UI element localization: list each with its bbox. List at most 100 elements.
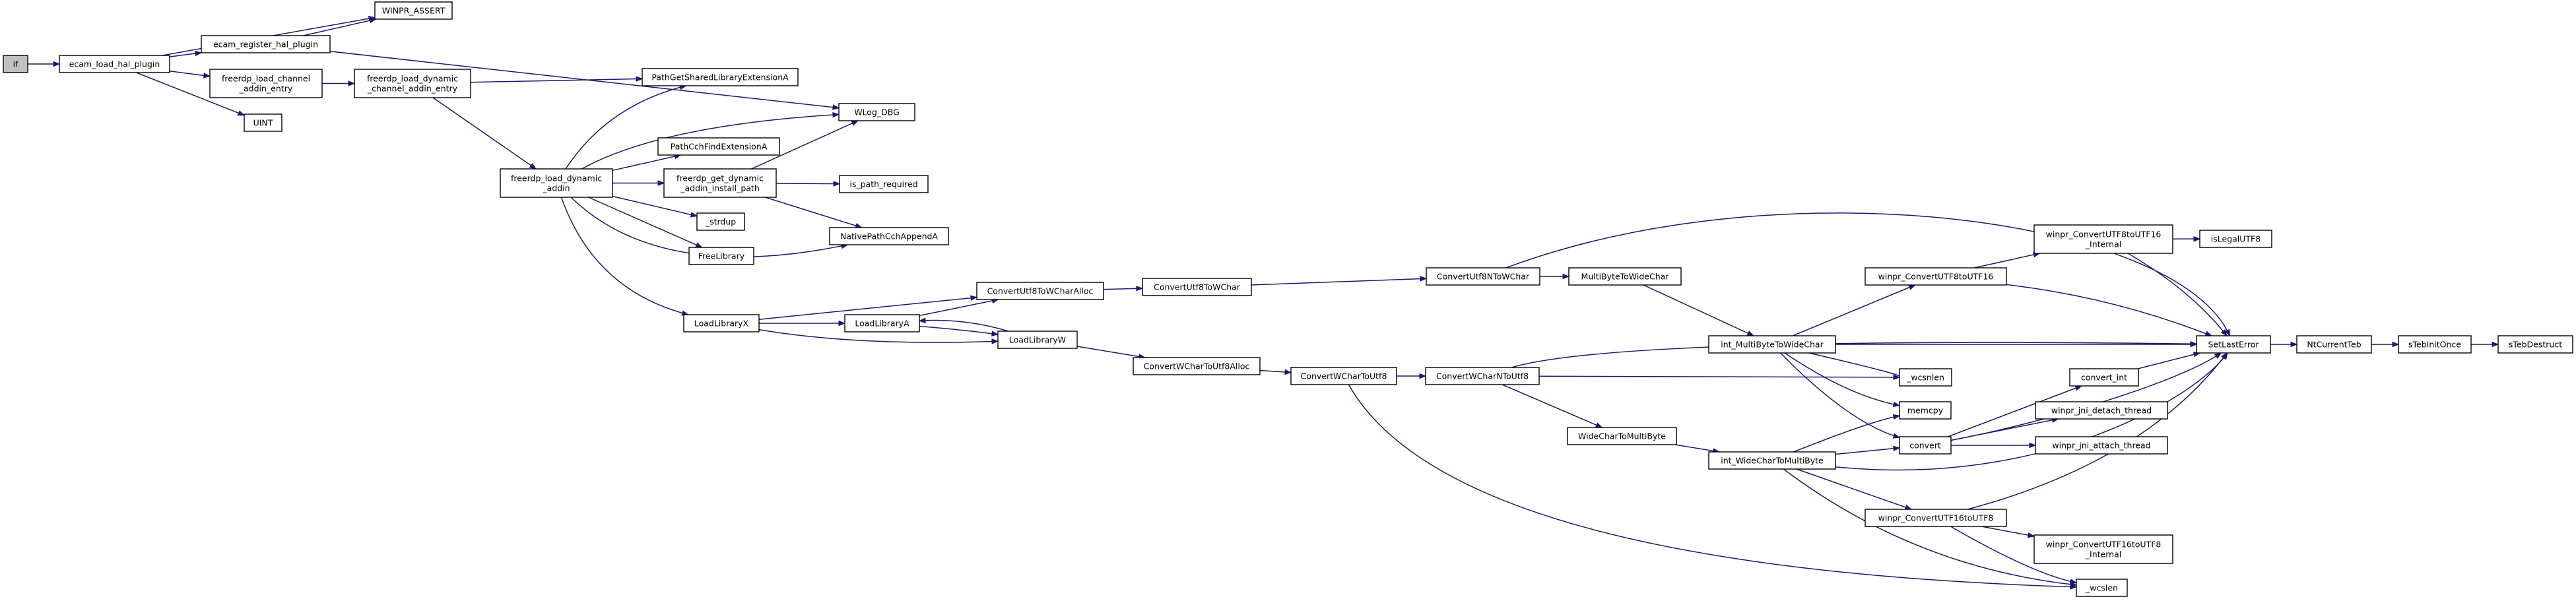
node-int_WideCharToMultiByte[interactable]: int_WideCharToMultiByte — [1708, 451, 1836, 470]
edge-winpr_ConvertUTF8toUTF16_Internal-to-SetLastError — [2127, 253, 2228, 337]
node-label: freerdp_get_dynamic — [677, 174, 764, 183]
edge-arrowhead — [1562, 273, 1570, 280]
edge-line — [919, 325, 999, 335]
node-label: _wcslen — [2085, 583, 2118, 593]
node-ecam_register_hal_plugin[interactable]: ecam_register_hal_plugin — [201, 35, 331, 53]
edge-ConvertWCharNToUtf8-to-_wcsnlen — [1538, 374, 1901, 381]
node-_wcslen[interactable]: _wcslen — [2076, 579, 2128, 597]
edge-arrowhead — [1419, 373, 1427, 379]
edge-arrowhead — [53, 61, 61, 67]
node-ConvertWCharNToUtf8[interactable]: ConvertWCharNToUtf8 — [1425, 367, 1540, 385]
node-NativePathCchAppendA[interactable]: NativePathCchAppendA — [829, 227, 949, 245]
node-if[interactable]: if — [3, 55, 28, 73]
node-PathCchFindExtensionA[interactable]: PathCchFindExtensionA — [657, 137, 780, 156]
node-freerdp_load_channel_addin_entry[interactable]: freerdp_load_channel_addin_entry — [209, 69, 323, 98]
edge-int_WideCharToMultiByte-to-winpr_ConvertUTF16toUTF8 — [1796, 468, 1913, 510]
node-winpr_jni_detach_thread[interactable]: winpr_jni_detach_thread — [2035, 401, 2168, 420]
node-winpr_ConvertUTF8toUTF16_Internal[interactable]: winpr_ConvertUTF8toUTF16_Internal — [2033, 224, 2173, 254]
edge-ConvertWCharToUtf8-to-ConvertWCharNToUtf8 — [1397, 373, 1427, 379]
edge-arrowhead — [2214, 352, 2222, 359]
node-memcpy[interactable]: memcpy — [1899, 401, 1952, 420]
node-_strdup[interactable]: _strdup — [696, 212, 745, 231]
node-is_path_required[interactable]: is_path_required — [839, 175, 929, 193]
edge-arrowhead — [851, 120, 859, 126]
node-ecam_load_hal_plugin[interactable]: ecam_load_hal_plugin — [59, 55, 170, 73]
edge-freerdp_get_dynamic_addin_install_path-to-is_path_required — [776, 181, 841, 187]
node-freerdp_load_dynamic_channel_addin_entry[interactable]: freerdp_load_dynamic_channel_addin_entry — [354, 69, 471, 98]
node-box — [201, 35, 331, 53]
edge-arrowhead — [2069, 579, 2078, 585]
node-label: WideCharToMultiByte — [1578, 431, 1666, 441]
edge-convert-to-SetLastError — [1950, 352, 2222, 441]
node-ConvertUtf8NToWChar[interactable]: ConvertUtf8NToWChar — [1426, 267, 1540, 286]
node-WINPR_ASSERT[interactable]: WINPR_ASSERT — [374, 1, 453, 20]
node-label: _channel_addin_entry — [367, 84, 458, 94]
edge-line — [560, 197, 688, 315]
edge-if-to-ecam_load_hal_plugin — [28, 61, 61, 67]
node-convert_int[interactable]: convert_int — [2069, 368, 2139, 387]
node-freerdp_load_dynamic_addin[interactable]: freerdp_load_dynamic_addin — [500, 168, 613, 198]
edge-line — [2137, 352, 2200, 369]
edge-winpr_ConvertUTF16toUTF8-to-winpr_ConvertUTF16toUTF8_Internal — [1981, 526, 2035, 538]
node-WLog_DBG[interactable]: WLog_DBG — [838, 103, 915, 121]
edge-arrowhead — [2193, 236, 2201, 242]
node-NtCurrentTeb[interactable]: NtCurrentTeb — [2296, 335, 2372, 354]
edge-line — [919, 299, 999, 317]
edge-line — [1950, 352, 2222, 441]
edge-int_MultiByteToWideChar-to-convert — [1780, 352, 1901, 439]
edge-freerdp_load_dynamic_addin-to-freerdp_get_dynamic_addin_install_path — [612, 180, 665, 186]
node-winpr_ConvertUTF16toUTF8[interactable]: winpr_ConvertUTF16toUTF8 — [1865, 509, 2007, 527]
node-ConvertWCharToUtf8Alloc[interactable]: ConvertWCharToUtf8Alloc — [1133, 357, 1261, 375]
node-UINT[interactable]: UINT — [244, 113, 282, 132]
edge-line — [1947, 385, 2082, 437]
node-convert[interactable]: convert — [1899, 436, 1952, 455]
node-sTebInitOnce[interactable]: sTebInitOnce — [2398, 335, 2472, 354]
node-box — [500, 168, 613, 198]
node-sTebDestruct[interactable]: sTebDestruct — [2497, 335, 2573, 354]
node-winpr_jni_attach_thread[interactable]: winpr_jni_attach_thread — [2035, 436, 2168, 455]
edge-convert_int-to-SetLastError — [2137, 352, 2201, 369]
node-label: MultiByteToWideChar — [1581, 272, 1670, 282]
node-int_MultiByteToWideChar[interactable]: int_MultiByteToWideChar — [1708, 335, 1836, 354]
edge-arrowhead — [690, 212, 698, 218]
node-LoadLibraryX[interactable]: LoadLibraryX — [683, 314, 760, 332]
node-box — [1426, 267, 1540, 286]
edge-line — [1784, 352, 1900, 406]
node-box — [59, 55, 170, 73]
edge-line — [570, 197, 848, 258]
edge-line — [1076, 346, 1145, 358]
node-ConvertWCharToUtf8[interactable]: ConvertWCharToUtf8 — [1290, 367, 1397, 385]
edge-ecam_load_hal_plugin-to-ecam_register_hal_plugin — [169, 50, 203, 57]
node-WideCharToMultiByte[interactable]: WideCharToMultiByte — [1567, 427, 1677, 445]
node-label: LoadLibraryW — [1009, 335, 1066, 345]
edge-arrowhead — [2221, 352, 2228, 360]
node-_wcsnlen[interactable]: _wcsnlen — [1899, 368, 1952, 387]
edge-line — [1796, 468, 1912, 510]
node-isLegalUTF8[interactable]: isLegalUTF8 — [2199, 230, 2272, 248]
edge-line — [2127, 253, 2228, 336]
edge-LoadLibraryA-to-ConvertUtf8ToWCharAlloc — [919, 298, 999, 317]
node-SetLastError[interactable]: SetLastError — [2196, 335, 2271, 354]
edge-freerdp_get_dynamic_addin_install_path-to-NativePathCchAppendA — [765, 197, 863, 229]
node-label: winpr_jni_attach_thread — [2052, 441, 2150, 451]
node-LoadLibraryA[interactable]: LoadLibraryA — [844, 314, 920, 332]
node-ConvertUtf8ToWCharAlloc[interactable]: ConvertUtf8ToWCharAlloc — [976, 282, 1104, 300]
node-box — [2076, 579, 2128, 597]
node-ConvertUtf8ToWChar[interactable]: ConvertUtf8ToWChar — [1142, 278, 1252, 296]
edge-arrowhead — [1892, 433, 1901, 439]
node-freerdp_get_dynamic_addin_install_path[interactable]: freerdp_get_dynamic_addin_install_path — [663, 168, 777, 198]
node-box — [657, 137, 780, 156]
node-FreeLibrary[interactable]: FreeLibrary — [688, 247, 754, 265]
node-LoadLibraryW[interactable]: LoadLibraryW — [997, 331, 1078, 349]
node-PathGetSharedLibraryExtensionA[interactable]: PathGetSharedLibraryExtensionA — [642, 68, 799, 86]
node-label: FreeLibrary — [698, 251, 745, 261]
edge-line — [758, 296, 977, 320]
edge-line — [1643, 284, 1754, 336]
node-winpr_ConvertUTF16toUTF8_Internal[interactable]: winpr_ConvertUTF16toUTF8_Internal — [2033, 534, 2173, 564]
node-box — [2296, 335, 2372, 354]
edge-arrowhead — [1420, 276, 1428, 282]
edge-line — [776, 183, 840, 185]
edge-ConvertWCharNToUtf8-to-WideCharToMultiByte — [1502, 384, 1603, 428]
node-winpr_ConvertUTF8toUTF16[interactable]: winpr_ConvertUTF8toUTF16 — [1865, 267, 2007, 286]
node-MultiByteToWideChar[interactable]: MultiByteToWideChar — [1568, 267, 1682, 286]
